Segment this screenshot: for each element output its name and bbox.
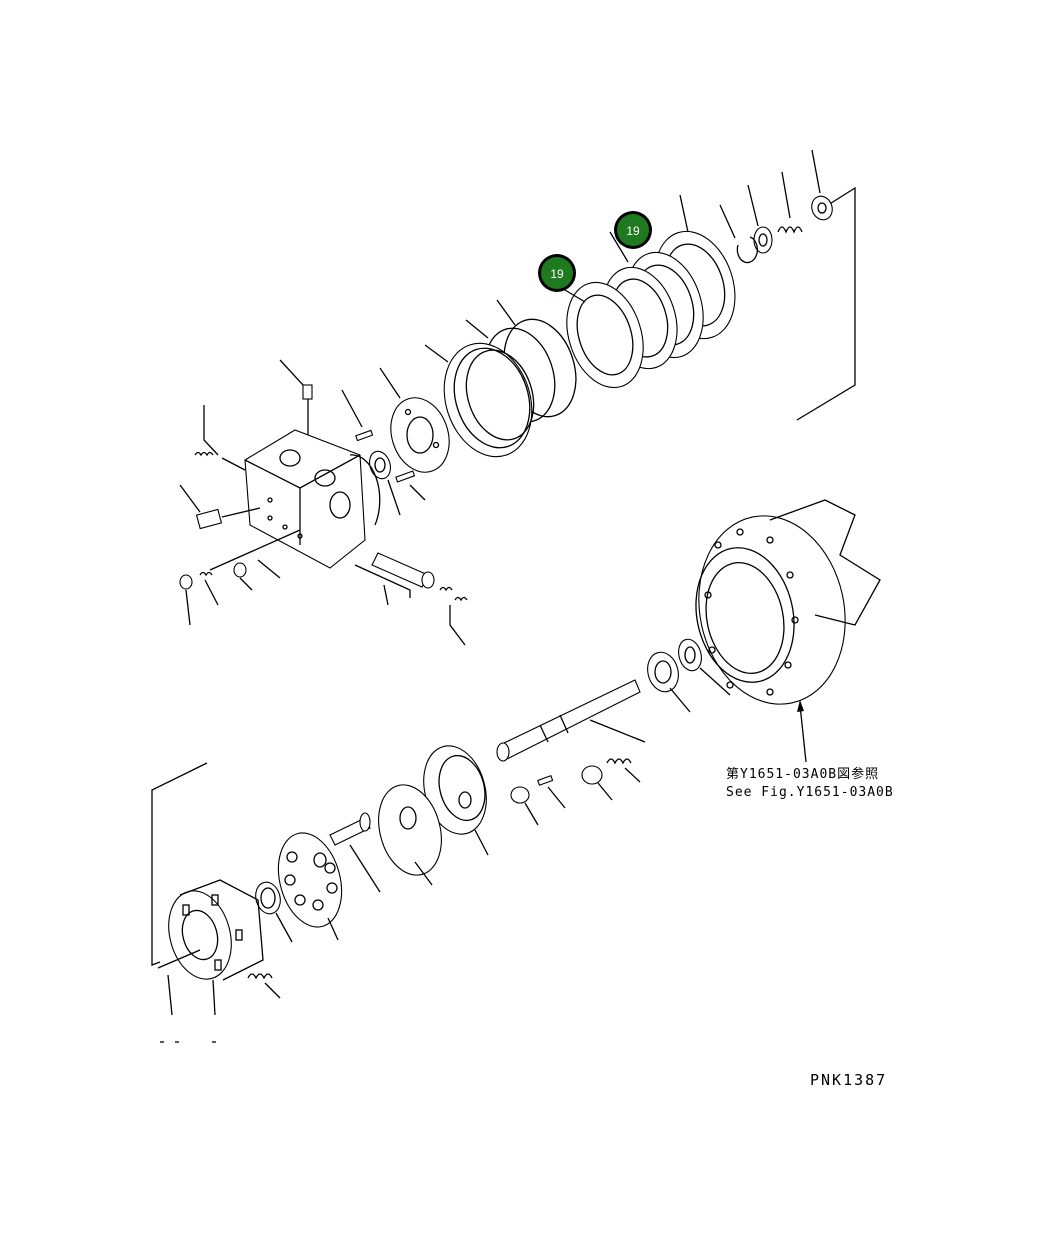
reference-note-english: See Fig.Y1651-03A0B bbox=[726, 785, 894, 800]
hub-housing bbox=[695, 499, 881, 763]
callout-label: 19 bbox=[550, 267, 564, 281]
spring-right bbox=[606, 758, 641, 783]
roller-bearing bbox=[647, 651, 691, 713]
brake-piston bbox=[424, 342, 535, 458]
drawing-code: PNK1387 bbox=[810, 1071, 887, 1089]
shoe bbox=[510, 786, 539, 826]
pin-a bbox=[341, 389, 374, 442]
spring-part bbox=[777, 171, 803, 234]
washer-part bbox=[811, 149, 833, 221]
left-plugs bbox=[179, 529, 301, 626]
pin-c bbox=[537, 775, 566, 809]
callout-19-lower: 19 bbox=[538, 254, 576, 292]
retainer-ring bbox=[255, 881, 293, 943]
callout-fill bbox=[541, 257, 573, 289]
piston-rod bbox=[329, 812, 381, 893]
lower-frame bbox=[151, 762, 216, 1043]
cylinder-block bbox=[168, 879, 264, 1016]
spool bbox=[354, 552, 435, 606]
left-tag-b bbox=[179, 484, 261, 530]
plate-stack bbox=[564, 194, 736, 389]
center-pin bbox=[157, 949, 201, 1016]
valve-plate bbox=[379, 367, 450, 473]
thrust-plate bbox=[378, 784, 442, 886]
small-bearing bbox=[369, 450, 401, 516]
drive-shaft bbox=[496, 679, 646, 762]
spring-bottom bbox=[247, 973, 281, 999]
ring-part bbox=[747, 184, 773, 254]
snap-ring-part bbox=[719, 204, 758, 264]
callout-19-upper: 19 bbox=[614, 211, 652, 249]
left-tag-a bbox=[194, 405, 246, 471]
right-plug bbox=[439, 586, 468, 646]
upper-frame bbox=[796, 186, 856, 421]
pin-b bbox=[395, 470, 426, 501]
callout-label: 19 bbox=[626, 224, 640, 238]
spring-seat bbox=[581, 765, 613, 801]
reference-note-japanese: 第Y1651-03A0B図参照 bbox=[726, 766, 879, 782]
callout-fill bbox=[617, 214, 649, 246]
motor-housing bbox=[244, 429, 381, 569]
retainer-plate bbox=[277, 832, 343, 941]
bearing-large bbox=[678, 638, 731, 696]
